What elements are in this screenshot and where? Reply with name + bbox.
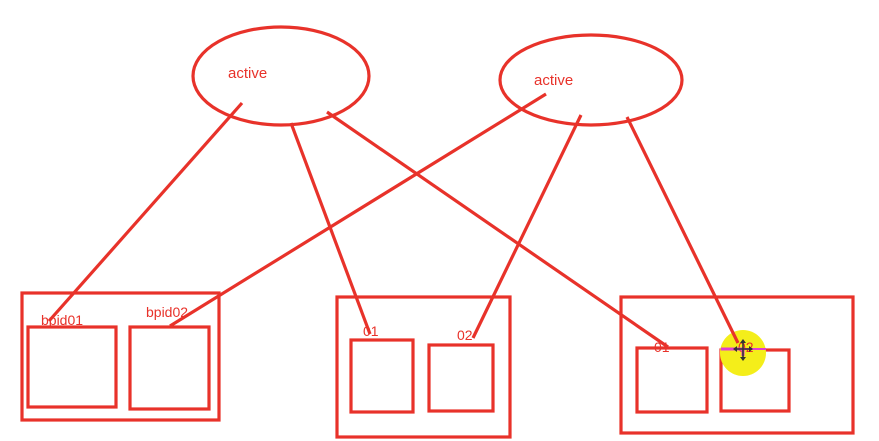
active-node-left [191,25,371,127]
group-box-right [619,295,855,435]
group-right-slot1 [635,346,709,414]
edge-active-right-to-middle-02 [471,114,583,339]
active-node-right [498,33,684,127]
group-box-middle [335,295,512,439]
edge-active-left-to-bpid01 [47,101,244,323]
group-left-slot1 [26,325,118,409]
group-left-slot2-label: bpid02 [146,304,188,320]
active-node-left-label: active [228,65,267,82]
group-middle-slot2-label: 02 [457,327,473,343]
edge-active-right-to-bpid02 [169,92,547,328]
group-middle-slot1 [349,338,415,414]
edge-active-left-to-right-01 [326,110,669,349]
group-left-slot2 [128,325,211,411]
group-right-slot1-label: 01 [654,339,670,355]
group-right-slot2-label: 02 [738,339,754,355]
active-node-right-label: active [534,72,573,89]
group-box-left [20,291,221,422]
cursor-move-icon [721,339,766,361]
group-middle-slot2 [427,343,495,413]
edge-active-right-to-right-02 [625,116,740,344]
group-left-slot1-label: bpid01 [41,312,83,328]
